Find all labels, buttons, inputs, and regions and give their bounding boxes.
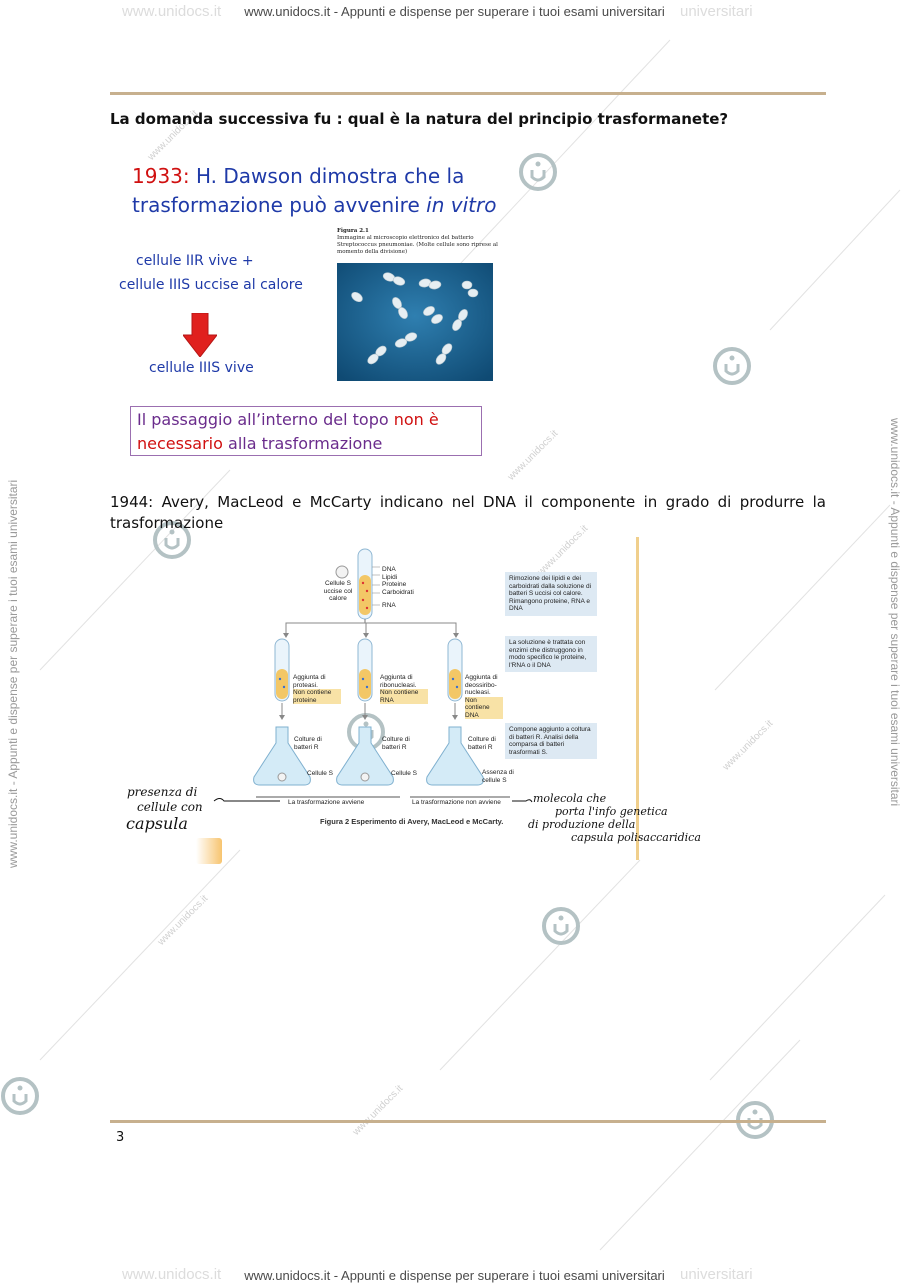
handwritten-arrow-left [213,798,280,802]
year-1933: 1933: [132,164,190,188]
page-number: 3 [116,1130,125,1145]
red-down-arrow-icon [183,313,217,357]
figure-note-1: Rimozione dei lipidi e dei carboidrati d… [505,572,597,616]
unidocs-logo-icon [542,907,580,945]
paragraph-1944: 1944: Avery, MacLeod e McCarty indicano … [110,493,826,532]
micrograph-caption: Figura 2.1 Immagine al microscopio elett… [337,228,498,255]
slide-1933-title: 1933: H. Dawson dimostra che la trasform… [132,164,497,217]
figure-culture-label-1: Colture di batteri R [294,736,322,751]
avery-experiment-diagram [253,548,510,798]
question-heading: La domanda successiva fu : qual è la nat… [110,110,729,128]
figure-transformation-not-occurs: La trasformazione non avviene [412,799,501,806]
handwritten-arrow-right [512,799,533,803]
conclusion-box: Il passaggio all’interno del topo non è … [130,406,482,456]
figure-note-3: Compone aggiunto a coltura di batteri R.… [505,723,597,759]
unidocs-logo-icon [713,347,751,385]
label-iiis-vive: cellule IIIS vive [149,360,254,376]
watermark-bottom: www.unidocs.it - Appunti e dispense per … [244,1268,665,1283]
figure-branch-2: Aggiunta di ribonucleasi. Non contiene R… [380,674,428,704]
figure-transformation-occurs: La trasformazione avviene [288,799,365,806]
watermark-top: www.unidocs.it - Appunti e dispense per … [244,4,665,19]
figure-culture-label-2: Colture di batteri R [382,736,410,751]
watermark-ghost-left: www.unidocs.it [122,3,222,20]
figure-absence-s: Assenza di cellule S [482,769,514,784]
figure-right-border [636,537,639,860]
label-iiis-uccise: cellule IIIS uccise al calore [119,277,303,293]
figure-corner-swatch [196,838,222,864]
figure-cells-s-1: Cellule S [307,770,334,777]
handwritten-note-right-4: capsula polisaccaridica [571,831,701,844]
watermark-ghost-left-bottom: www.unidocs.it [122,1266,222,1283]
figure-tube-labels: DNA Lipidi Proteine Carboidrati RNA [382,566,414,609]
unidocs-logo-icon [153,521,191,559]
figure-cells-s-2: Cellule S [391,770,418,777]
label-iir-vive: cellule IIR vive + [136,253,254,269]
figure-branch-3: Aggiunta di deossiribo-nucleasi. Non con… [465,674,503,719]
figure-culture-label-3: Colture di batteri R [468,736,496,751]
figure-note-2: La soluzione è trattata con enzimi che d… [505,636,597,672]
footer-rule [110,1120,826,1123]
figure-cells-label: Cellule S uccise col calore [323,580,353,602]
handwritten-note-left-3: capsula [126,814,188,833]
handwritten-note-left-2: cellule con [137,800,203,814]
micrograph-image [337,263,493,381]
header-rule [110,92,826,95]
handwritten-note-left-1: presenza di [127,785,198,799]
unidocs-logo-icon [1,1077,39,1115]
figure-branch-1: Aggiunta di proteasi. Non contiene prote… [293,674,341,704]
figure-caption: Figura 2 Esperimento di Avery, MacLeod e… [320,817,504,826]
handwritten-note-right-1: molecola che [533,792,607,805]
handwritten-note-right-3: di produzione della [528,818,636,831]
unidocs-logo-icon [519,153,557,191]
handwritten-note-right-2: porta l'info genetica [555,805,668,818]
watermark-ghost-right: universitari [680,3,753,20]
watermark-ghost-right-bottom: universitari [680,1266,753,1283]
